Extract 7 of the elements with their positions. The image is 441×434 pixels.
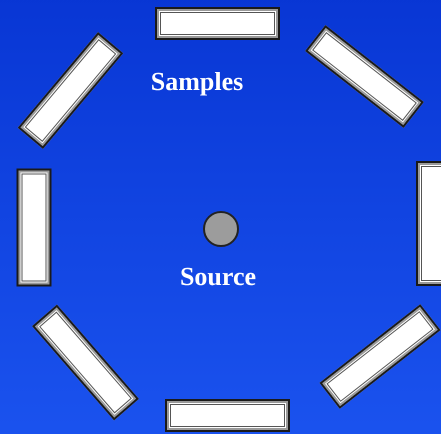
source-disc bbox=[203, 211, 239, 247]
sample-slide bbox=[164, 398, 290, 432]
sample-slide bbox=[16, 168, 52, 286]
sample-slide bbox=[416, 160, 441, 286]
label: Samples bbox=[150, 67, 244, 97]
label: Source bbox=[180, 262, 256, 292]
sample-slide bbox=[154, 6, 280, 40]
